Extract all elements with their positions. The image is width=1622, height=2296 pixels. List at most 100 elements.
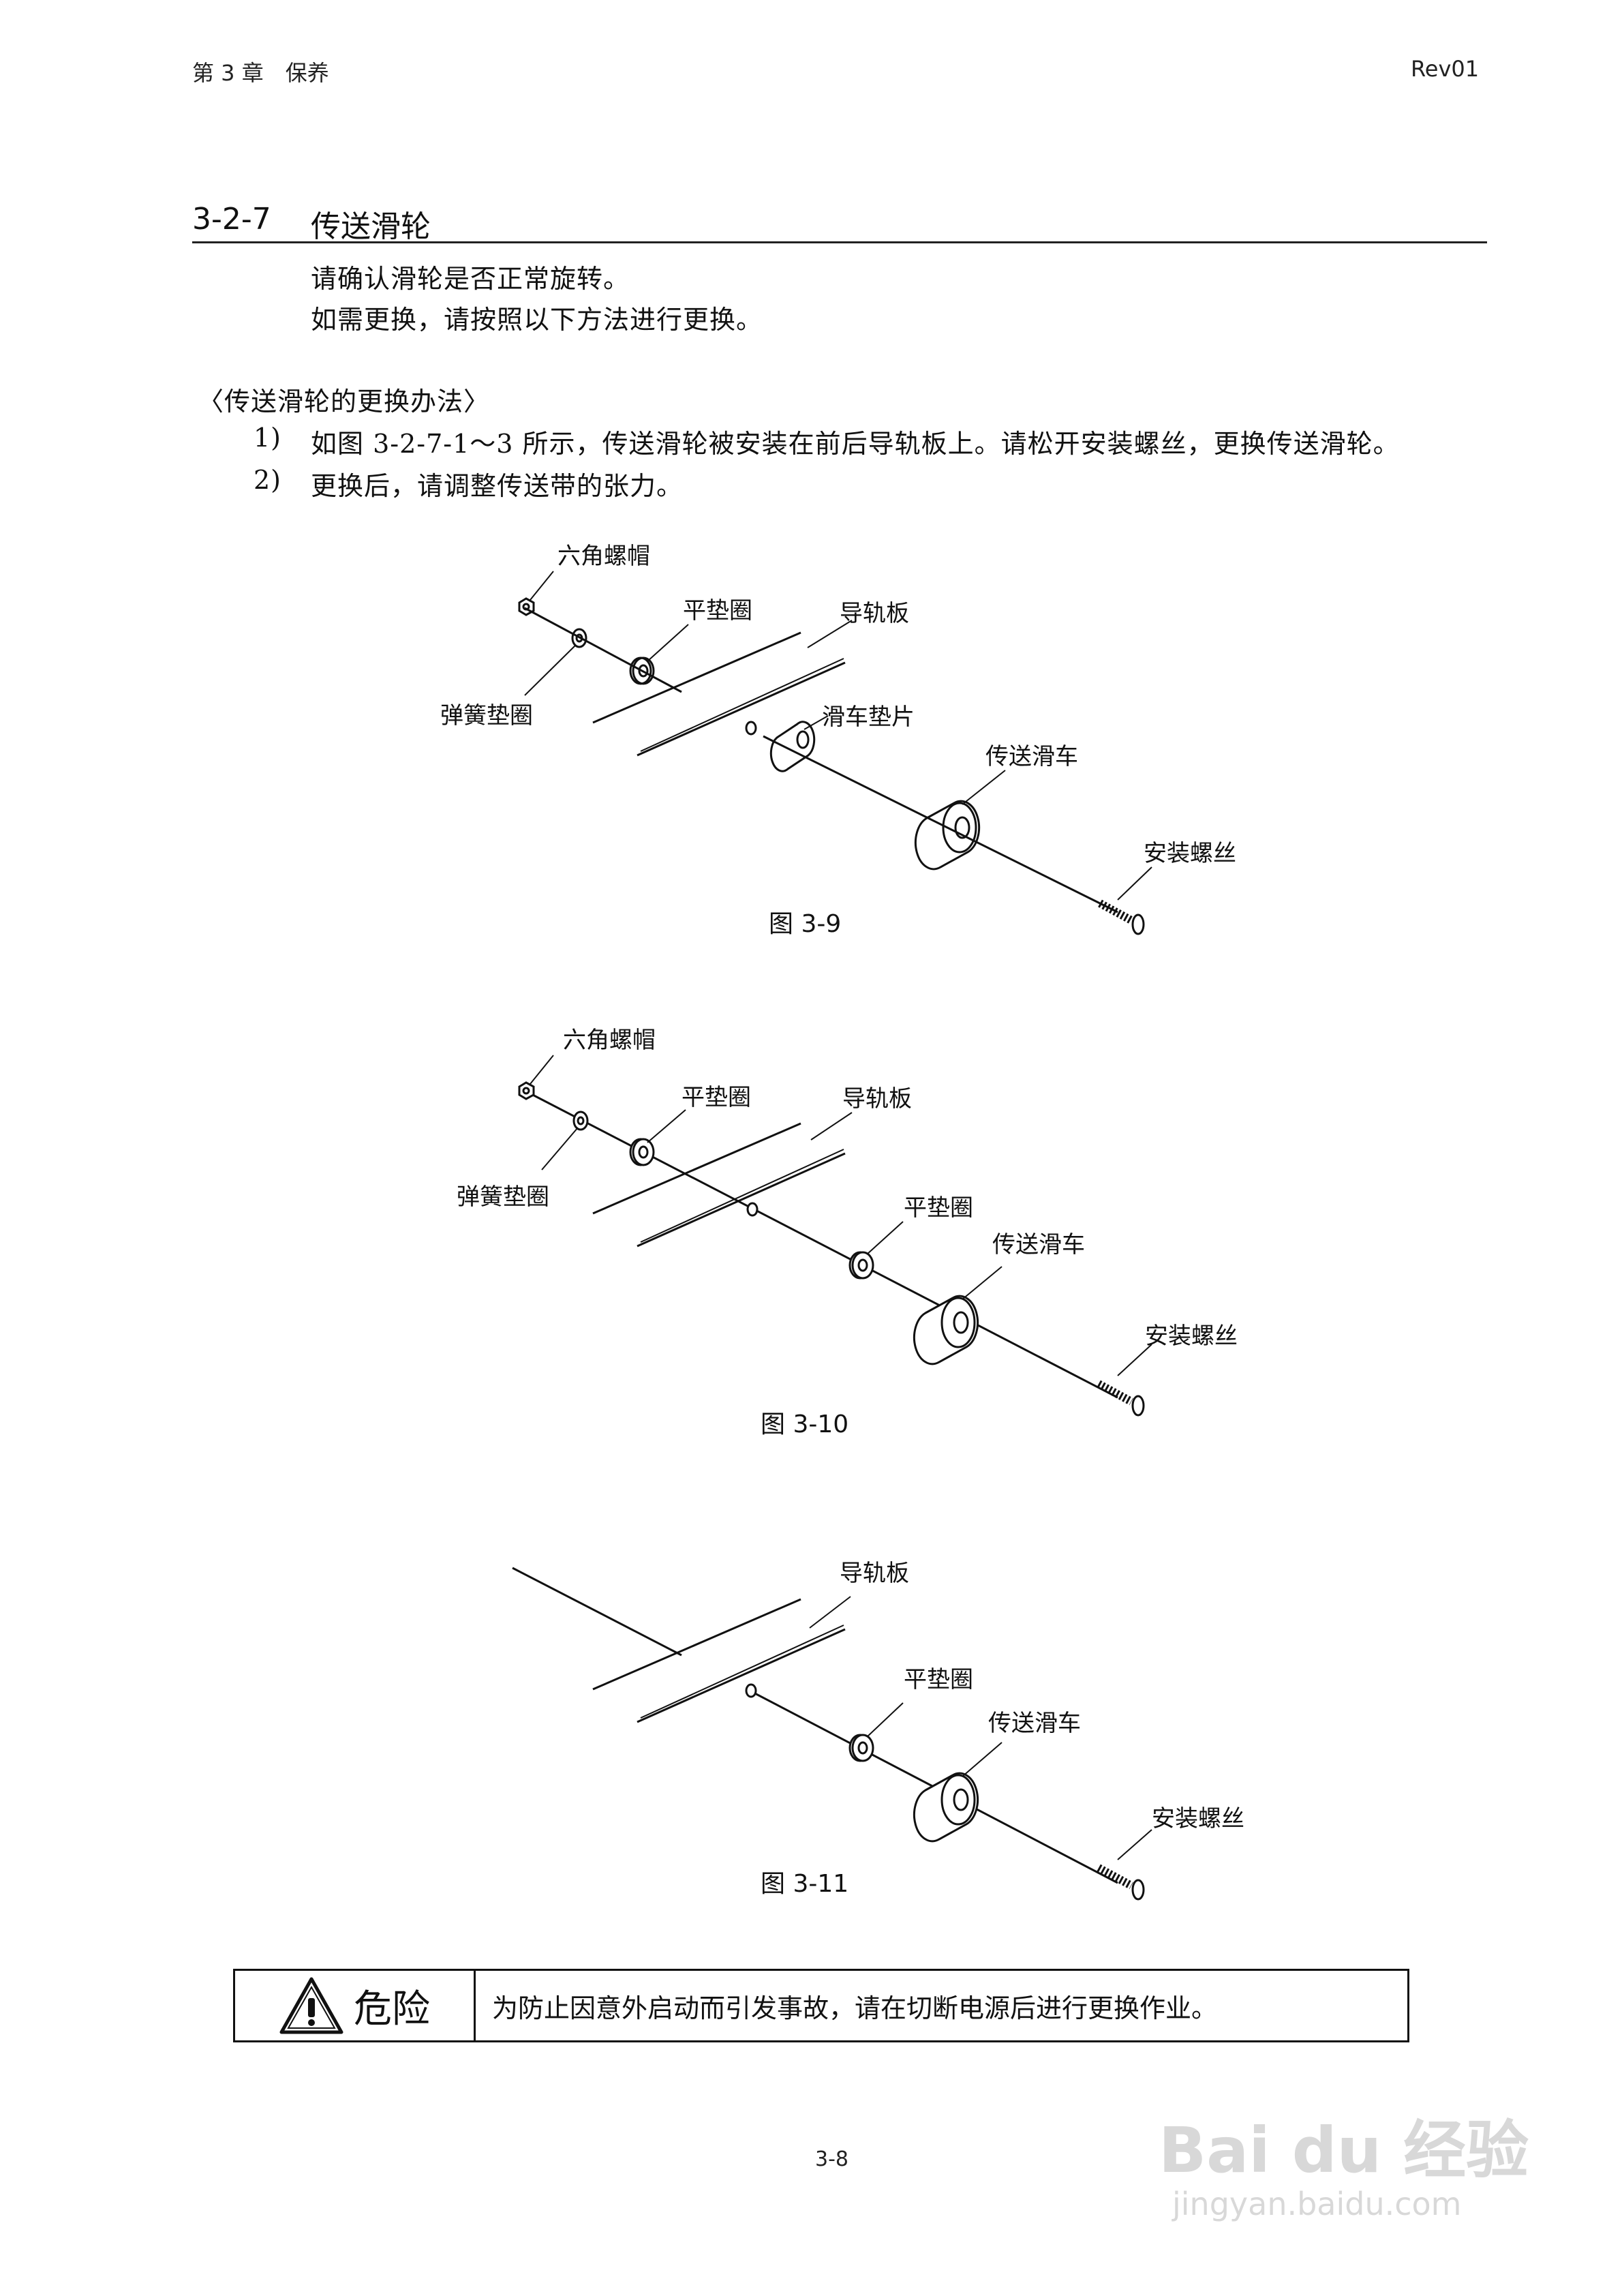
danger-warning-box: 危险 为防止因意外启动而引发事故，请在切断电源后进行更换作业。 <box>233 1969 1409 2042</box>
section-rule <box>192 241 1487 243</box>
pulley-face <box>940 1297 976 1348</box>
chapter-header: 第 3 章 保养 <box>192 60 329 86</box>
label-guide-plate: 导轨板 <box>840 1560 909 1587</box>
leader-line <box>1117 1829 1152 1860</box>
page-number: 3-8 <box>815 2147 848 2171</box>
spring-washer-hole <box>577 1116 585 1126</box>
leader-line <box>530 571 554 601</box>
label-hex-nut: 六角螺帽 <box>557 543 650 570</box>
leader-line <box>647 1109 686 1143</box>
screw-thread <box>1098 899 1133 924</box>
pin-shape <box>746 1202 759 1217</box>
flat-washer-shape <box>851 1734 874 1762</box>
revision-label: Rev01 <box>1411 56 1480 82</box>
step-2-number: 2) <box>254 465 282 495</box>
flat-washer-shape <box>632 656 655 685</box>
leader-line <box>962 1266 1003 1300</box>
guide-plate-edge <box>592 1598 801 1691</box>
screw-head <box>1131 1395 1145 1417</box>
leader-line <box>804 715 829 730</box>
guide-plate-edge <box>640 1625 844 1719</box>
guide-plate-edge <box>637 661 846 757</box>
leader-line <box>866 1221 904 1255</box>
label-flat-washer-2: 平垫圈 <box>904 1194 973 1222</box>
label-screw: 安装螺丝 <box>1144 840 1236 867</box>
leader-line <box>807 620 853 648</box>
pin-shape <box>745 1683 757 1698</box>
pin-shape <box>745 721 757 736</box>
pulley-face <box>942 802 977 854</box>
leader-line <box>1117 1344 1152 1376</box>
leader-line <box>809 1596 851 1629</box>
axis-line <box>763 735 1118 913</box>
label-pulley-spacer: 滑车垫片 <box>822 704 915 731</box>
label-guide-plate: 导轨板 <box>842 1085 912 1113</box>
guide-plate-edge <box>640 658 844 752</box>
hex-nut-hole <box>522 603 530 611</box>
watermark-brand: Bai du 经验 <box>1159 2114 1529 2187</box>
figure-3-9-caption: 图 3-9 <box>769 910 842 938</box>
figure-3-10-caption: 图 3-10 <box>761 1410 849 1438</box>
section-number: 3-2-7 <box>192 202 271 237</box>
label-spring-washer: 弹簧垫圈 <box>457 1183 549 1211</box>
label-screw: 安装螺丝 <box>1152 1805 1244 1832</box>
label-pulley: 传送滑车 <box>985 743 1078 770</box>
screw-thread <box>1097 1864 1133 1890</box>
section-title: 传送滑轮 <box>311 209 431 244</box>
watermark-url: jingyan.baidu.com <box>1172 2186 1462 2222</box>
label-flat-washer: 平垫圈 <box>904 1666 973 1693</box>
pulley-hub <box>953 1788 969 1811</box>
label-flat-washer: 平垫圈 <box>682 1084 751 1111</box>
spring-washer-shape <box>572 1111 589 1131</box>
leader-line <box>962 1742 1003 1777</box>
label-guide-plate: 导轨板 <box>840 600 909 627</box>
label-flat-washer: 平垫圈 <box>683 597 752 624</box>
guide-plate-left-edge <box>512 1567 682 1657</box>
pulley-hub <box>953 1311 969 1334</box>
danger-word: 危险 <box>354 1987 430 2031</box>
leader-line <box>541 1127 579 1170</box>
leader-line <box>866 1702 904 1738</box>
guide-plate-edge <box>640 1149 844 1243</box>
pulley-spacer-shape <box>769 721 816 772</box>
label-pulley: 传送滑车 <box>992 1231 1085 1258</box>
step-2-text: 更换后，请调整传送带的张力。 <box>311 471 684 501</box>
figure-3-11-caption: 图 3-11 <box>761 1870 849 1898</box>
guide-plate-edge <box>592 631 801 724</box>
guide-plate-edge <box>637 1152 846 1248</box>
warning-triangle-icon <box>279 1977 343 2034</box>
flat-washer-hole <box>857 1741 868 1755</box>
method-heading: 〈传送滑轮的更换办法〉 <box>198 387 491 417</box>
label-hex-nut: 六角螺帽 <box>563 1027 656 1054</box>
leader-line <box>530 1055 554 1085</box>
pulley-spacer-hole <box>796 730 810 749</box>
step-1-text: 如图 3-2-7-1～3 所示，传送滑轮被安装在前后导轨板上。请松开安装螺丝，更… <box>311 429 1400 459</box>
label-spring-washer: 弹簧垫圈 <box>440 702 533 729</box>
flat-washer-2-shape <box>851 1251 874 1280</box>
leader-line <box>524 644 577 696</box>
spring-washer-hole <box>575 633 583 643</box>
leader-line <box>1117 866 1152 901</box>
step-1-number: 1) <box>254 423 282 453</box>
flat-washer-hole <box>638 664 649 678</box>
label-pulley: 传送滑车 <box>988 1710 1081 1737</box>
pulley-face <box>940 1774 976 1826</box>
flat-washer-hole <box>638 1145 649 1159</box>
flat-washer-2-hole <box>857 1258 868 1272</box>
guide-plate-edge <box>637 1628 846 1723</box>
leader-line <box>962 770 1006 805</box>
screw-head <box>1131 913 1145 935</box>
danger-message: 为防止因意外启动而引发事故，请在切断电源后进行更换作业。 <box>492 1993 1218 2023</box>
hex-nut-shape <box>518 597 535 616</box>
hex-nut-hole <box>522 1087 530 1095</box>
danger-label-cell: 危险 <box>235 1971 476 2040</box>
guide-plate-edge <box>592 1122 801 1215</box>
pulley-body-shape <box>914 800 981 871</box>
label-screw: 安装螺丝 <box>1145 1323 1238 1350</box>
pulley-hub <box>954 816 970 839</box>
screw-head <box>1131 1879 1145 1901</box>
flat-washer-shape <box>632 1138 655 1166</box>
